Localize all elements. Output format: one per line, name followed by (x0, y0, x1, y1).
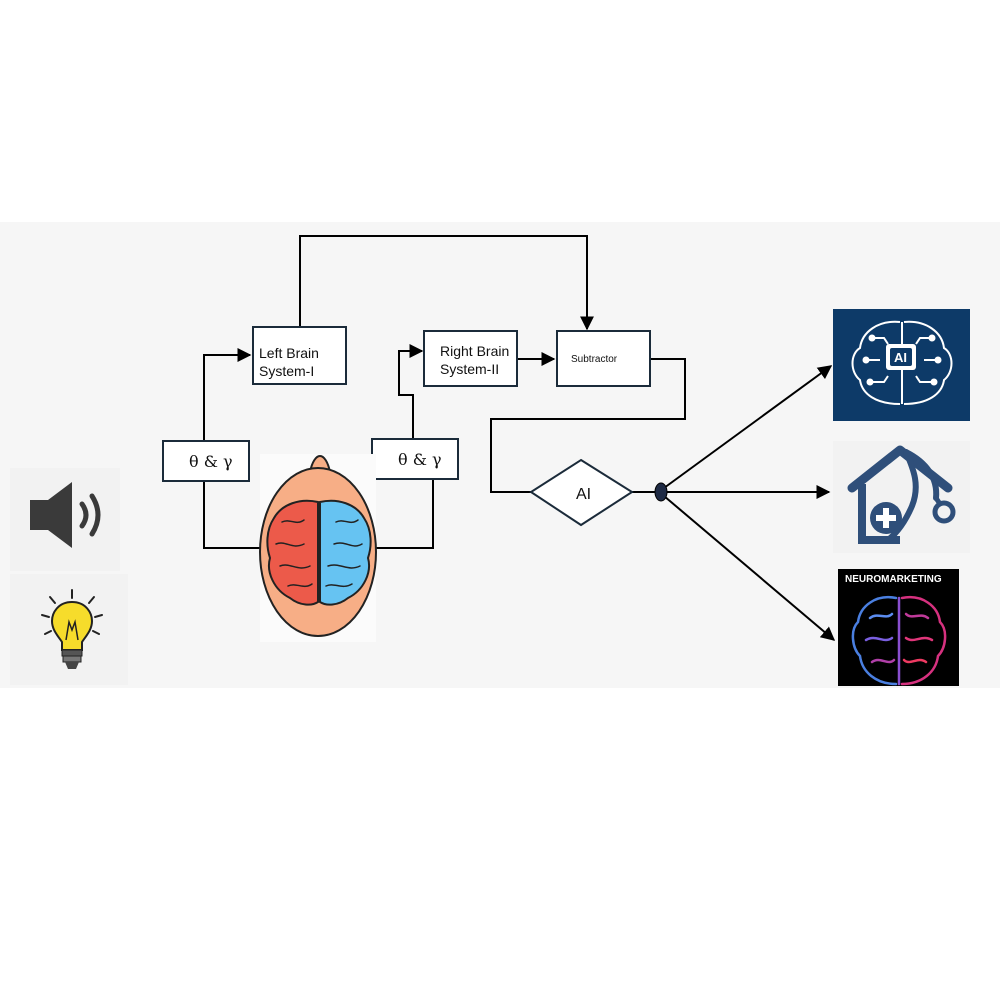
neuromarketing-title: NEUROMARKETING (845, 574, 942, 585)
right-brain-label-line2: System-II (440, 361, 499, 377)
stimulus-idea-panel (10, 574, 128, 685)
connector-right-filter-to-right-brain (398, 344, 424, 439)
left-brain-block: Left Brain System-I (252, 326, 347, 385)
brain-head-icon (259, 454, 377, 642)
svg-text:System-II: System-II (440, 361, 499, 377)
connector-subtractor-to-ai (490, 358, 686, 493)
right-brain-label-line1: Right Brain (440, 343, 509, 359)
speaker-icon (30, 482, 101, 548)
ai-badge-label: AI (894, 350, 907, 365)
subtractor-block: Subtractor (556, 330, 651, 387)
svg-text:θ & γ: θ & γ (189, 452, 233, 471)
left-filter-label: θ & γ (189, 452, 233, 471)
svg-text:System-I: System-I (259, 363, 314, 379)
svg-text:NEUROMARKETING: NEUROMARKETING (845, 574, 942, 585)
svg-text:Right Brain: Right Brain (440, 343, 509, 359)
ai-decision-label: AI (576, 486, 591, 503)
left-brain-label-line1: Left Brain (259, 345, 319, 361)
svg-text:Left Brain: Left Brain (259, 345, 319, 361)
svg-text:AI: AI (894, 350, 907, 365)
ai-brain-circuit-icon (851, 320, 953, 405)
right-filter-label: θ & γ (398, 450, 442, 469)
svg-text:θ & γ: θ & γ (398, 450, 442, 469)
health-application-panel (833, 441, 970, 553)
connectors (203, 235, 836, 641)
neon-brain-icon (851, 595, 947, 686)
connector-node-to-ai-app (663, 365, 833, 489)
subtractor-label: Subtractor (571, 354, 618, 365)
svg-text:AI: AI (576, 486, 591, 503)
connector-head-to-right-filter (375, 479, 434, 549)
svg-text:Subtractor: Subtractor (571, 354, 618, 365)
stethoscope-house-icon (847, 445, 956, 544)
right-brain-block: Right Brain System-II (423, 330, 518, 387)
connector-left-filter-to-left-brain (203, 348, 252, 441)
ai-decision-diamond: AI (529, 458, 634, 527)
right-filter-block: θ & γ (371, 438, 459, 480)
connector-left-brain-to-subtractor (299, 235, 594, 331)
connector-node-to-neuro-app (663, 495, 836, 641)
connector-head-to-left-filter (203, 481, 263, 549)
neuromarketing-application-panel: NEUROMARKETING (838, 569, 959, 686)
ai-application-panel: AI (833, 309, 970, 421)
junction-node (654, 482, 668, 502)
lightbulb-icon (41, 589, 103, 669)
left-brain-label-line2: System-I (259, 363, 314, 379)
stimulus-sound-panel (10, 468, 120, 571)
left-filter-block: θ & γ (162, 440, 250, 482)
